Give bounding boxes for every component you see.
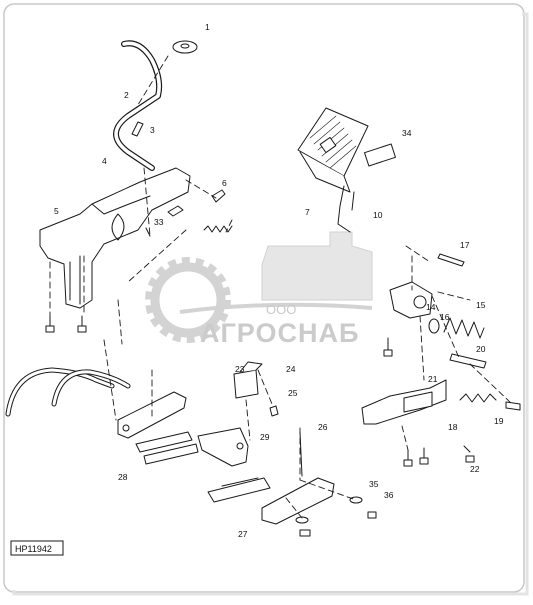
callout-25: 25 [288, 388, 298, 398]
link-28-lower-slot [221, 477, 259, 487]
diagram-code-box [10, 540, 64, 556]
watermark-swoosh [179, 302, 373, 314]
callout-5: 5 [54, 206, 59, 216]
bracket-5-detail-b [111, 213, 125, 241]
callout-23: 23 [235, 364, 245, 374]
washer-16-part [428, 318, 440, 334]
callout-10: 10 [373, 210, 383, 220]
bolt-33-mid-part [77, 315, 87, 333]
callout-2: 2 [124, 90, 129, 100]
callout-21: 21 [428, 374, 438, 384]
bracket-14-hole [413, 295, 427, 309]
pin-33-upper-tip [145, 227, 151, 237]
line-art [5, 40, 521, 537]
bolt-36-lower-part [299, 529, 311, 537]
spring-top-part [203, 225, 233, 233]
link-29-left-part [143, 443, 199, 465]
callout-34: 34 [402, 128, 412, 138]
foot-pedal-side [299, 151, 351, 193]
cable-upper-fill [6, 368, 114, 416]
panel-shadow [12, 12, 529, 596]
pin-25-part [269, 405, 279, 417]
bolt-22-right-part [463, 445, 475, 463]
callout-1: 1 [205, 22, 210, 32]
bracket-5-detail-a [91, 195, 151, 215]
callout-7: 7 [305, 207, 310, 217]
callout-33: 33 [154, 217, 164, 227]
callout-17: 17 [460, 240, 470, 250]
watermark: ООО АГРОСНАБ [145, 231, 373, 348]
bolt-22-left-part [419, 447, 429, 465]
callout-35: 35 [369, 479, 379, 489]
bolt-17-part [437, 253, 465, 267]
callout-18: 18 [448, 422, 458, 432]
bolt-6-part [211, 189, 226, 203]
watermark-name: АГРОСНАБ [200, 318, 359, 348]
bolt-36-right-part [367, 511, 377, 519]
washer-35-lower-part [295, 516, 309, 524]
callout-16: 16 [440, 312, 450, 322]
watermark-prefix: ООО [266, 302, 296, 317]
callout-28: 28 [118, 472, 128, 482]
link-28-lower-part [207, 477, 271, 503]
callout-3: 3 [150, 125, 155, 135]
foot-pedal-arm [337, 185, 355, 233]
arm-27-lower-part [261, 477, 335, 525]
bracket-5-detail-c [69, 255, 81, 305]
pedal-pad-34-part [364, 143, 396, 167]
grommet-part [172, 40, 198, 54]
spring-15-part [443, 317, 485, 339]
callout-14: 14 [426, 302, 436, 312]
washer-35-right-part [349, 496, 363, 504]
callout-4: 4 [102, 156, 107, 166]
bolt-20-part [449, 353, 487, 369]
callout-15: 15 [476, 300, 486, 310]
callout-24: 24 [286, 364, 296, 374]
cable-lower-fill [52, 370, 130, 406]
watermark-harvester-icon [261, 231, 373, 301]
block-23-top [239, 361, 263, 373]
callout-6: 6 [222, 178, 227, 188]
grommet-hole [180, 43, 190, 49]
bracket-21-slot [403, 391, 433, 413]
block-23-part [233, 369, 259, 399]
watermark-gear-icon [145, 257, 231, 343]
arm-27-left-hole [122, 424, 130, 432]
pin-33-upper-part [167, 205, 184, 217]
plate-29-hole [236, 442, 244, 450]
link-28-left-part [135, 431, 193, 453]
bolt-33-lower-part [403, 449, 413, 467]
plate-29-part [197, 427, 249, 467]
bolt-33-right-part [383, 337, 393, 357]
callout-27: 27 [238, 529, 248, 539]
bolt-19-part [505, 401, 521, 411]
callout-29: 29 [260, 432, 270, 442]
callout-19: 19 [494, 416, 504, 426]
callout-22: 22 [470, 464, 480, 474]
pin-3-part [131, 121, 144, 137]
lever-rod-fill [114, 41, 161, 170]
callout-36: 36 [384, 490, 394, 500]
diagram-code: HP11942 [15, 544, 52, 554]
spring-18-part [459, 393, 497, 403]
foot-pedal-badge [319, 136, 337, 154]
assembly-guide-lines [49, 55, 513, 519]
bolt-33-left-part [45, 315, 55, 333]
callout-20: 20 [476, 344, 486, 354]
callout-26: 26 [318, 422, 328, 432]
